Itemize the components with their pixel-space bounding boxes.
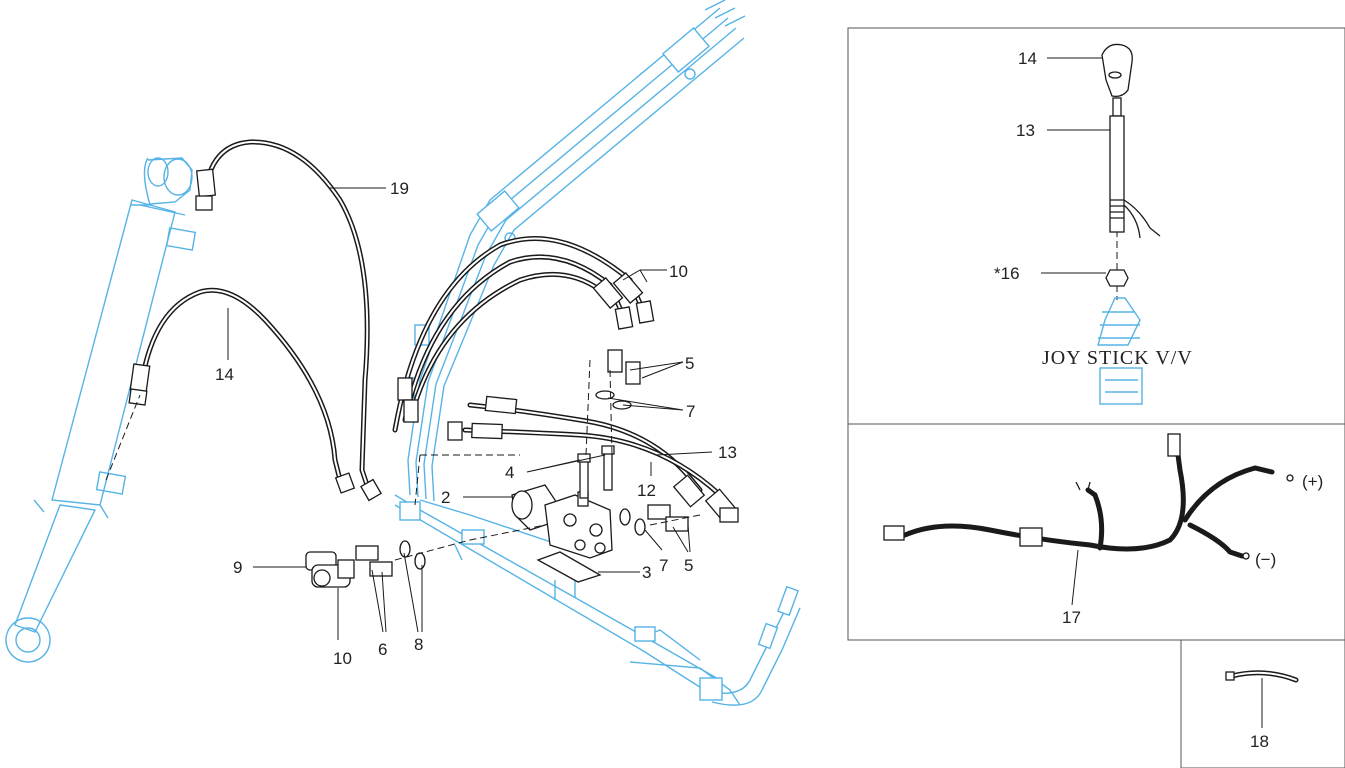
terminal-positive-label: (+) <box>1302 472 1323 491</box>
assembly-dash-lines <box>105 230 1118 561</box>
label-19: 19 <box>390 179 409 198</box>
wiring-harness-17[interactable] <box>883 433 1294 560</box>
label-18: 18 <box>1250 732 1269 751</box>
joystick-boot <box>1097 297 1143 405</box>
lower-frame-arm <box>394 494 801 706</box>
label-11: 12 <box>637 481 656 500</box>
hoses-11-12[interactable] <box>447 395 739 523</box>
label-14: 13 <box>1016 121 1035 140</box>
label-4: 4 <box>505 463 514 482</box>
control-valve-2[interactable] <box>511 484 613 559</box>
label-5-lower: 5 <box>684 556 693 575</box>
inset-frames <box>847 27 1345 768</box>
fittings-5-upper[interactable] <box>607 349 641 385</box>
label-12: 13 <box>718 443 737 462</box>
label-6: 6 <box>378 640 387 659</box>
bolts-4[interactable] <box>577 445 615 499</box>
elbow-fittings-8-9[interactable] <box>305 551 355 588</box>
joystick-knob-15[interactable] <box>1101 43 1133 98</box>
o-rings-7-middle[interactable] <box>619 508 646 536</box>
label-16: *16 <box>994 264 1020 283</box>
joystick-lever-14[interactable] <box>1109 97 1161 239</box>
joystick-caption: JOY STICK V/V <box>1042 347 1193 369</box>
loader-frame-outline <box>5 0 801 706</box>
label-3: 3 <box>642 563 651 582</box>
hoses-10[interactable] <box>392 236 655 433</box>
nut-16[interactable] <box>1105 269 1129 287</box>
plate-3[interactable] <box>536 551 602 583</box>
label-9: 10 <box>333 649 352 668</box>
hose-18[interactable] <box>1225 670 1299 683</box>
o-rings-7-lower[interactable] <box>399 540 426 570</box>
leader-lines <box>227 57 1263 728</box>
label-7-lower: 8 <box>414 635 423 654</box>
callout-labels: 19 10 14 5 7 13 4 12 2 3 7 5 9 10 6 8 14… <box>215 49 1323 751</box>
label-15: 14 <box>1018 49 1037 68</box>
hose-13[interactable] <box>128 287 356 494</box>
label-5-upper: 5 <box>685 354 694 373</box>
label-7-middle: 7 <box>659 556 668 575</box>
hose-19[interactable] <box>195 139 382 502</box>
terminal-negative-label: (−) <box>1255 550 1276 569</box>
label-13: 14 <box>215 365 234 384</box>
label-8: 9 <box>233 558 242 577</box>
fittings-5-lower[interactable] <box>647 504 689 532</box>
label-10: 10 <box>669 262 688 281</box>
o-rings-7-upper[interactable] <box>595 390 632 410</box>
label-2: 2 <box>441 488 450 507</box>
label-7-upper: 7 <box>686 402 695 421</box>
label-17: 17 <box>1062 608 1081 627</box>
lift-cylinder <box>5 157 197 663</box>
fittings-6[interactable] <box>355 545 393 577</box>
